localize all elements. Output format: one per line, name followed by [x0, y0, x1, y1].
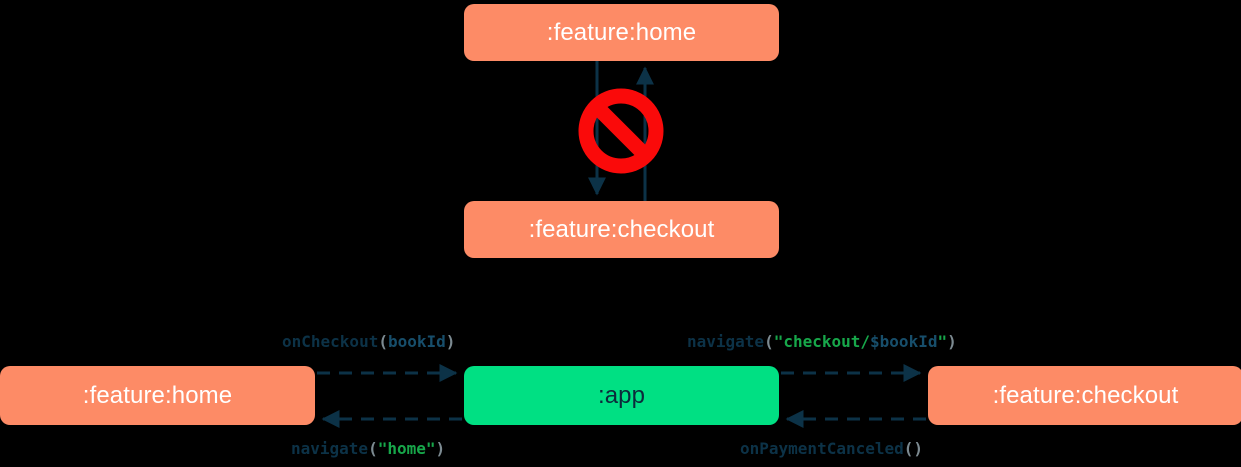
code-token-fn: navigate: [291, 439, 369, 458]
module-node-label: :app: [597, 381, 646, 409]
code-token-punc: (): [903, 439, 924, 458]
code-token-str: "checkout/: [773, 332, 871, 351]
code-token-str: "home": [377, 439, 436, 458]
code-token-fn: onPaymentCanceled: [740, 439, 904, 458]
edge-label-on-payment-canceled: onPaymentCanceled(): [740, 439, 923, 458]
module-node-feature-home-bottom[interactable]: :feature:home: [0, 366, 315, 425]
module-node-label: :feature:checkout: [528, 215, 715, 243]
code-token-var: bookId: [387, 332, 446, 351]
edge-label-navigate-home: navigate("home"): [291, 439, 445, 458]
code-token-var: $bookId: [870, 332, 938, 351]
code-token-punc: ): [435, 439, 446, 458]
code-token-punc: (: [764, 332, 774, 351]
module-node-feature-checkout-bottom[interactable]: :feature:checkout: [928, 366, 1241, 425]
code-token-punc: (: [368, 439, 378, 458]
module-node-app[interactable]: :app: [464, 366, 779, 425]
forbidden-icon: [578, 88, 664, 174]
edge-label-navigate-checkout: navigate("checkout/$bookId"): [687, 332, 957, 351]
module-node-label: :feature:home: [546, 18, 697, 46]
code-token-punc: ): [947, 332, 957, 351]
code-token-punc: (: [378, 332, 388, 351]
module-node-label: :feature:home: [82, 381, 233, 409]
module-node-label: :feature:checkout: [992, 381, 1179, 409]
code-token-punc: ): [445, 332, 456, 351]
module-node-feature-home-top[interactable]: :feature:home: [464, 4, 779, 61]
edge-label-on-checkout: onCheckout(bookId): [282, 332, 455, 351]
module-node-feature-checkout-top[interactable]: :feature:checkout: [464, 201, 779, 258]
code-token-str: ": [937, 332, 948, 351]
code-token-fn: onCheckout: [282, 332, 379, 351]
code-token-fn: navigate: [687, 332, 765, 351]
